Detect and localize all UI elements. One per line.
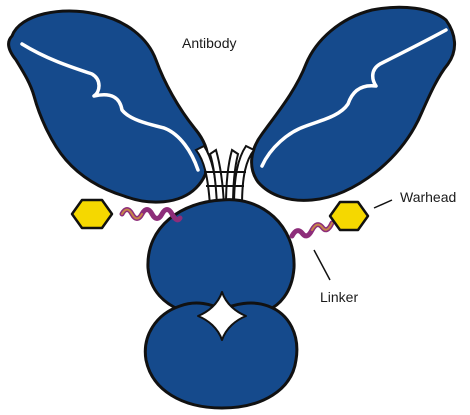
right-payload <box>292 202 368 236</box>
linker-leader-line <box>314 250 330 280</box>
left-fab-shape <box>9 11 208 202</box>
left-warhead-hexagon <box>72 200 112 228</box>
right-fab-arm <box>252 7 455 200</box>
right-warhead-hexagon <box>330 202 368 230</box>
right-fab-shape <box>252 7 455 200</box>
warhead-label: Warhead <box>400 189 456 205</box>
left-fab-arm <box>9 11 208 202</box>
warhead-leader-line <box>374 200 392 208</box>
linker-label: Linker <box>320 289 358 305</box>
antibody-label: Antibody <box>182 35 236 51</box>
fc-region <box>145 200 297 408</box>
